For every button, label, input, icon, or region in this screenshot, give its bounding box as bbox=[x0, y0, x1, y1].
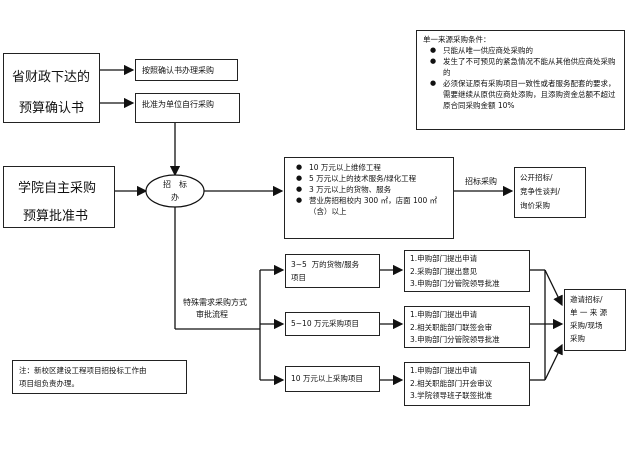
note-text: 注：新校区建设工程项目招投标工作由 项目组负责办理。 bbox=[19, 366, 147, 388]
tier-label: 10 万元以上采购项目 bbox=[291, 374, 363, 383]
single-source-item: 发生了不可预见的紧急情况不能从其他供应商处采购的 bbox=[430, 56, 618, 78]
steps-box-5-10: 1.申购部门提出申请 2.相关职能部门联签会审 3.申购部门分管院领导批准 bbox=[404, 306, 530, 348]
province-label-1: 省财政下达的 bbox=[12, 70, 91, 85]
steps-box-3-5: 1.申购部门提出申请 2.采购部门提出意见 3.申购部门分管院领导批准 bbox=[404, 250, 530, 292]
public-tender-label: 公开招标/ 竞争性谈判/ 询价采购 bbox=[520, 173, 561, 210]
special-label-2: 审批流程 bbox=[196, 310, 228, 319]
public-tender-box: 公开招标/ 竞争性谈判/ 询价采购 bbox=[514, 167, 586, 218]
arrow-steps1-final bbox=[544, 269, 563, 307]
arrow-steps3-final bbox=[544, 343, 563, 381]
single-source-item: 必须保证原有采购项目一致性或者服务配套的要求，需要继续从原供应商处添购，且添购资… bbox=[430, 78, 618, 111]
tier-box-10-plus: 10 万元以上采购项目 bbox=[285, 366, 380, 392]
hub-label-1: 招 标 bbox=[163, 180, 187, 189]
college-budget-box: 学院自主采购 预算批准书 bbox=[3, 166, 115, 228]
tier-steps: 1.申购部门提出申请 2.相关职能部门联签会审 3.申购部门分管院领导批准 bbox=[410, 310, 500, 344]
tender-item: 3 万元以上的货物、服务 bbox=[296, 184, 447, 195]
tender-item: 营业房招租校内 300 ㎡，店面 100 ㎡（含）以上 bbox=[296, 195, 447, 217]
college-label-2: 预算批准书 bbox=[23, 209, 89, 224]
tier-box-5-10: 5~10 万元采购项目 bbox=[285, 312, 380, 336]
tender-item: 5 万元以上的技术服务/绿化工程 bbox=[296, 173, 447, 184]
tier-steps: 1.申购部门提出申请 2.相关职能部门开会审议 3.学院领导班子联签批准 bbox=[410, 366, 493, 400]
steps-box-10-plus: 1.申购部门提出申请 2.相关职能部门开会审议 3.学院领导班子联签批准 bbox=[404, 362, 530, 406]
single-source-item: 只能从唯一供应商处采购的 bbox=[430, 45, 618, 56]
tier-label: 3~5 万的货物/服务 项目 bbox=[291, 260, 360, 282]
tender-criteria-box: 10 万元以上维修工程 5 万元以上的技术服务/绿化工程 3 万元以上的货物、服… bbox=[284, 157, 454, 239]
tier-steps: 1.申购部门提出申请 2.采购部门提出意见 3.申购部门分管院领导批准 bbox=[410, 254, 500, 288]
invite-tender-box: 邀请招标/ 单 一 来 源 采购/现场 采购 bbox=[564, 289, 626, 351]
approve-unit-box: 批准为单位自行采购 bbox=[135, 93, 240, 123]
single-source-list: 只能从唯一供应商处采购的 发生了不可预见的紧急情况不能从其他供应商处采购的 必须… bbox=[423, 45, 618, 111]
confirm-purchase-box: 按照确认书办理采购 bbox=[135, 59, 238, 81]
college-label-1: 学院自主采购 bbox=[18, 181, 97, 196]
province-budget-box: 省财政下达的 预算确认书 bbox=[3, 53, 100, 123]
province-label-2: 预算确认书 bbox=[19, 101, 85, 116]
tender-arrow-label: 招标采购 bbox=[465, 177, 497, 186]
invite-tender-label: 邀请招标/ 单 一 来 源 采购/现场 采购 bbox=[570, 295, 608, 343]
single-source-box: 单一来源采购条件： 只能从唯一供应商处采购的 发生了不可预见的紧急情况不能从其他… bbox=[416, 30, 625, 130]
approve-unit-label: 批准为单位自行采购 bbox=[142, 100, 214, 109]
confirm-purchase-label: 按照确认书办理采购 bbox=[142, 66, 214, 75]
tender-criteria-list: 10 万元以上维修工程 5 万元以上的技术服务/绿化工程 3 万元以上的货物、服… bbox=[295, 162, 447, 217]
tier-label: 5~10 万元采购项目 bbox=[291, 319, 359, 328]
tender-office-hub bbox=[145, 174, 205, 208]
single-source-title: 单一来源采购条件： bbox=[423, 35, 491, 44]
hub-label-2: 办 bbox=[171, 193, 179, 202]
note-box: 注：新校区建设工程项目招投标工作由 项目组负责办理。 bbox=[12, 360, 187, 394]
special-label-1: 特殊需求采购方式 bbox=[183, 298, 247, 307]
tender-item: 10 万元以上维修工程 bbox=[296, 162, 447, 173]
tier-box-3-5: 3~5 万的货物/服务 项目 bbox=[285, 254, 380, 288]
